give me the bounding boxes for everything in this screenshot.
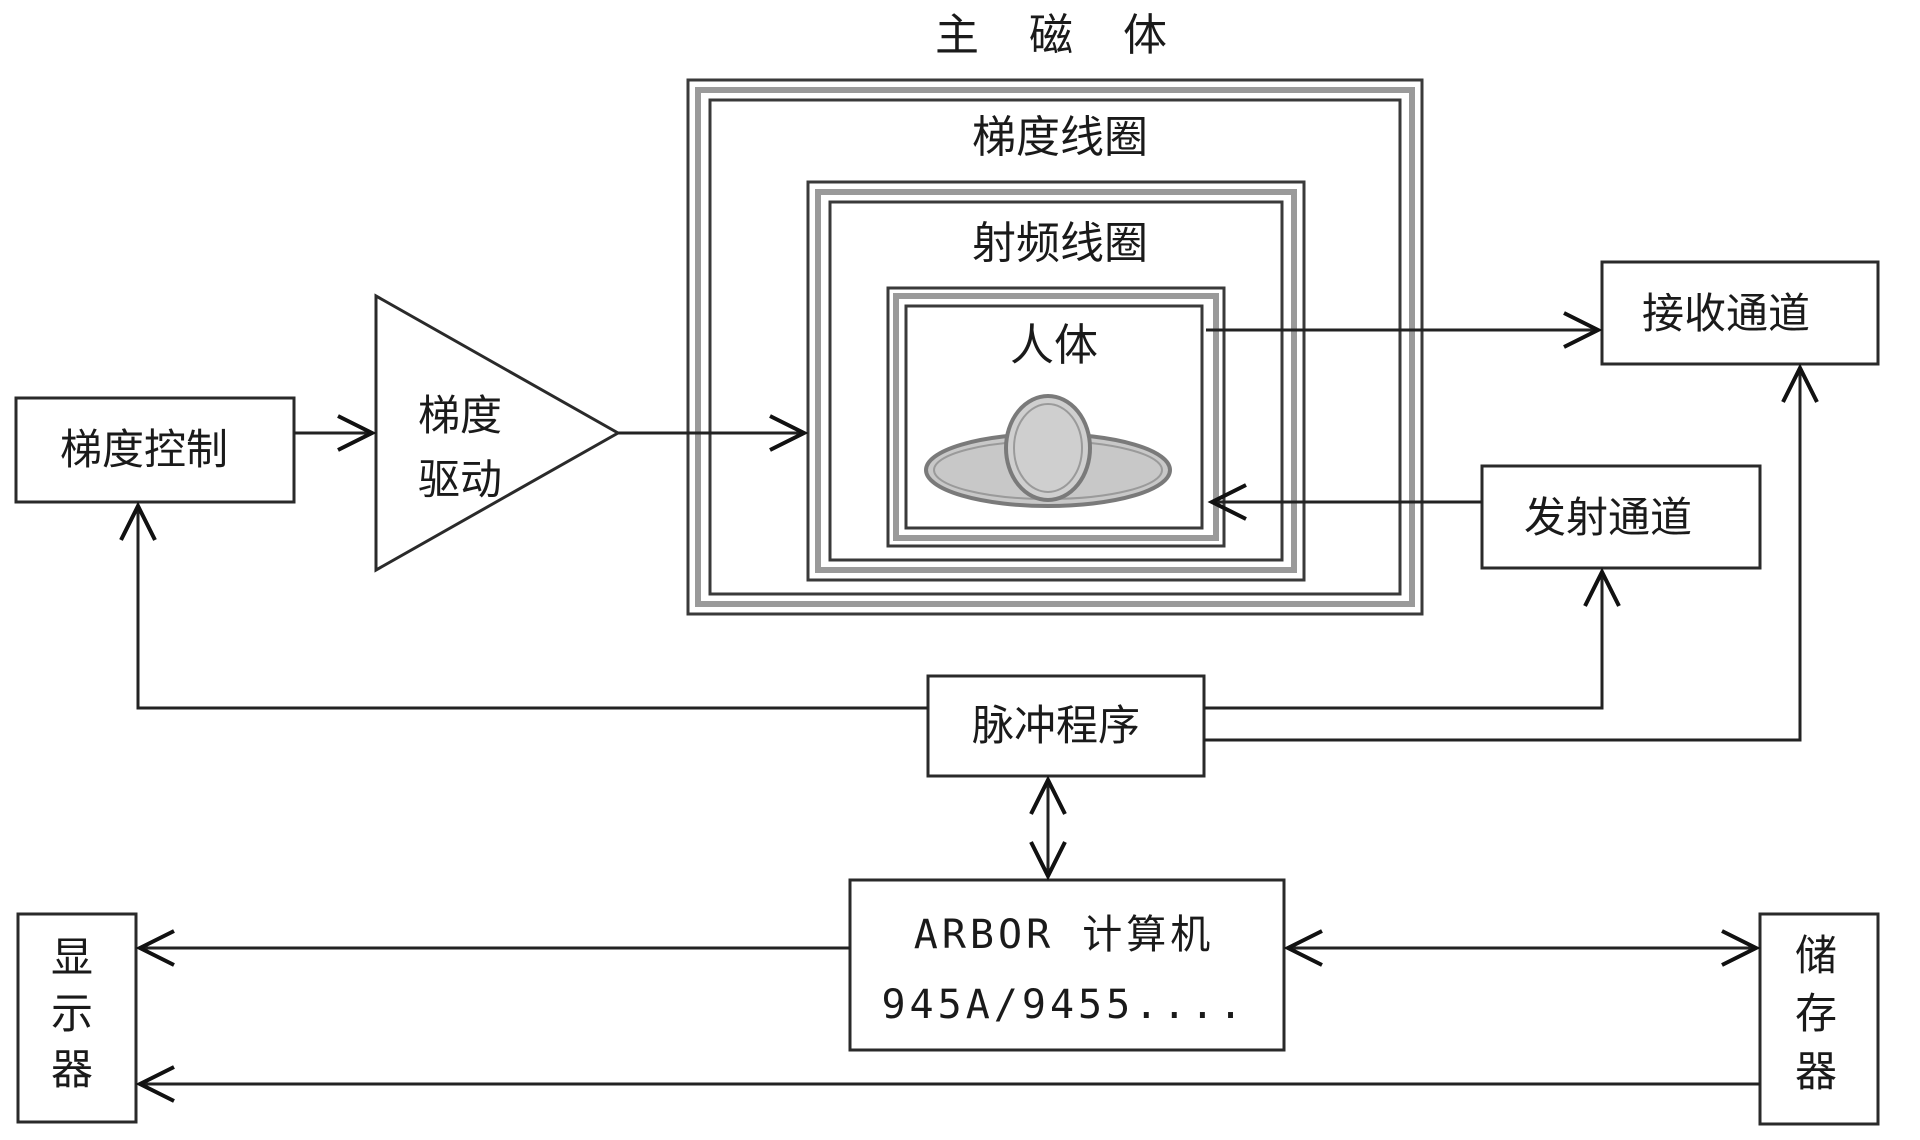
main-magnet-label: 主 磁 体 <box>935 10 1185 61</box>
arrow-into-control <box>119 501 157 541</box>
arrow-up-pulse <box>1029 775 1067 815</box>
wire-pulse-to-control <box>136 506 928 710</box>
gradient-control-label: 梯度控制 <box>60 425 228 474</box>
gradient-control-box <box>14 396 296 504</box>
rf-coil-frames <box>886 286 1226 548</box>
storage-label-1: 储 <box>1795 931 1837 980</box>
arrow-into-transmit <box>1583 567 1621 607</box>
pulse-program-label: 脉冲程序 <box>972 701 1140 750</box>
arrow-into-storage <box>1721 929 1761 967</box>
human-body-icon <box>924 394 1172 508</box>
arrow-into-rf-coil <box>1207 483 1247 521</box>
display-label-2: 示 <box>51 989 93 1038</box>
wire-pulse-to-receive <box>1204 368 1802 742</box>
arrow-into-gradient-coil <box>769 414 809 452</box>
computer-box <box>848 878 1286 1052</box>
human-body-label: 人体 <box>1010 320 1098 371</box>
arrow-into-receive-bottom <box>1781 363 1819 403</box>
wire-pulse-to-transmit <box>1204 572 1604 710</box>
computer-label-2: 945A/9455.... <box>881 982 1246 1028</box>
transmit-channel-label: 发射通道 <box>1524 493 1692 542</box>
arrow-down-computer <box>1029 841 1067 881</box>
computer-label-1: ARBOR 计算机 <box>914 912 1215 958</box>
receive-channel-box <box>1600 260 1880 366</box>
storage-label-3: 器 <box>1795 1047 1837 1096</box>
arrow-into-drive <box>337 414 377 452</box>
gradient-coil-label: 梯度线圈 <box>972 112 1148 163</box>
arrow-into-display-top <box>135 929 175 967</box>
gradient-coil-frames <box>806 180 1306 582</box>
transmit-channel-box <box>1480 464 1762 570</box>
display-label-1: 显 <box>51 933 93 982</box>
arrow-into-computer <box>1283 929 1323 967</box>
arrow-into-receive <box>1563 311 1603 349</box>
gradient-drive-label-2: 驱动 <box>418 455 502 504</box>
storage-box <box>1758 912 1880 1126</box>
display-label-3: 器 <box>51 1045 93 1094</box>
rf-coil-label: 射频线圈 <box>972 218 1148 269</box>
main-magnet-frames <box>686 78 1424 616</box>
connections <box>119 311 1819 1103</box>
display-box <box>16 912 138 1124</box>
gradient-drive-label-1: 梯度 <box>418 391 502 440</box>
pulse-program-box <box>926 674 1206 778</box>
arrow-into-display-bottom <box>135 1065 175 1103</box>
storage-label-2: 存 <box>1795 989 1837 1038</box>
receive-channel-label: 接收通道 <box>1642 289 1810 338</box>
